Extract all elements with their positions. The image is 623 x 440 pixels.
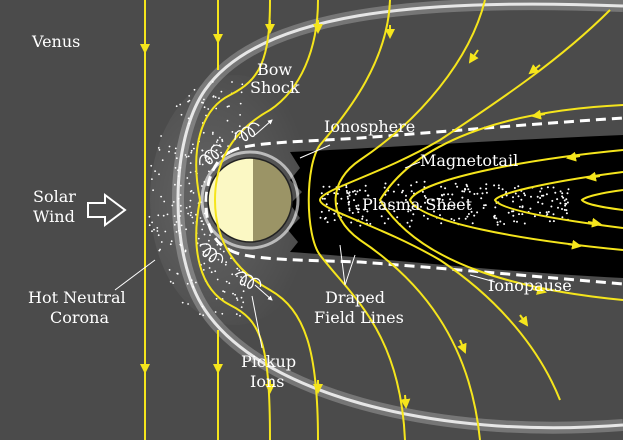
ionosphere-shell bbox=[200, 150, 300, 250]
label-solar-wind-1: Solar bbox=[33, 187, 76, 206]
label-draped: Draped bbox=[325, 288, 385, 307]
label-venus: Venus bbox=[31, 32, 80, 51]
venus-planet bbox=[207, 157, 293, 243]
label-ionosphere: Ionosphere bbox=[324, 117, 415, 136]
label-hot-neutral: Hot Neutral bbox=[28, 288, 126, 307]
label-ionopause: Ionopause bbox=[488, 276, 572, 295]
solar-wind-arrow bbox=[87, 193, 127, 227]
label-corona: Corona bbox=[50, 308, 109, 327]
label-plasma-sheet: Plasma Sheet bbox=[362, 195, 473, 214]
label-bow-shock-1: Bow bbox=[257, 60, 292, 79]
ionopause-upper bbox=[229, 116, 623, 154]
label-bow-shock-2: Shock bbox=[250, 78, 300, 97]
label-pickup: Pickup bbox=[241, 352, 296, 371]
ionopause-lower bbox=[229, 248, 623, 286]
label-ions: Ions bbox=[250, 372, 284, 391]
label-solar-wind-2: Wind bbox=[33, 207, 75, 226]
plasma-sheet-dots bbox=[319, 180, 570, 228]
label-magnetotail: Magnetotail bbox=[420, 151, 518, 170]
magnetotail-region bbox=[288, 135, 623, 278]
field-lines bbox=[140, 0, 623, 440]
label-field-lines: Field Lines bbox=[314, 308, 404, 327]
